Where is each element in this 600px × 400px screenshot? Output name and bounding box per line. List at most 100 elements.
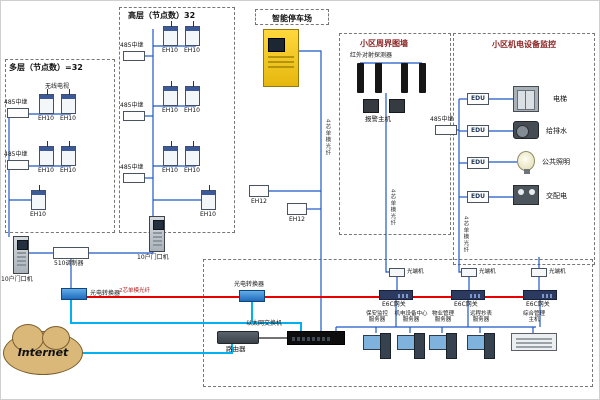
fiber-converter-label: 光电转换器 (90, 290, 121, 297)
rs485-repeater (7, 108, 29, 118)
repeater-label: 485中继 (4, 151, 28, 158)
indoor-unit (185, 81, 200, 106)
server (397, 333, 425, 359)
edu-controller: EDU (467, 93, 489, 105)
door-station-label: 10户门口机 (137, 254, 169, 261)
group-mecha-title: 小区机电设备监控 (492, 40, 556, 49)
fiber-label: 4芯单模光纤 (324, 119, 331, 156)
server-label: 保安监控 服务器 (365, 311, 388, 324)
unit-model-label: EH12 (251, 198, 267, 205)
group-mecha: 小区机电设备监控 (453, 33, 595, 265)
indoor-unit (185, 21, 200, 46)
fiber-converter-label: 光电转换器 (234, 281, 265, 288)
edu-controller: EDU (467, 191, 489, 203)
connector-line (385, 93, 389, 273)
server-label: 机电设备中心 服务器 (394, 311, 428, 324)
optical-terminal (531, 268, 547, 277)
equip-label: 给排水 (546, 127, 567, 135)
unit-model-label: EH10 (184, 167, 200, 174)
connector-line (299, 50, 322, 331)
group-highrise: 高层（节点数）32 (119, 7, 235, 233)
gateway-label: E6C网关 (382, 301, 406, 308)
unit-model-label: EH12 (289, 216, 305, 223)
indoor-unit (61, 89, 76, 114)
gateway-label: E6C网关 (454, 301, 478, 308)
ir-beam-detector (401, 63, 408, 93)
rs485-repeater (435, 125, 457, 135)
door-station (149, 216, 165, 252)
unit-model-label: EH10 (184, 47, 200, 54)
rs485-repeater (123, 51, 145, 61)
unit-model-label: EH10 (162, 167, 178, 174)
equip-label: 电梯 (553, 95, 567, 103)
server-label: 综合管理 主机 (522, 311, 545, 324)
unit-model-label: EH10 (162, 107, 178, 114)
unit-model-label: EH10 (60, 167, 76, 174)
unit-model-label: EH10 (184, 107, 200, 114)
internet-cloud: Internet (3, 324, 83, 375)
transformer-icon (513, 185, 539, 205)
indoor-unit (39, 141, 54, 166)
group-parking-title: 智能停车场 (272, 14, 312, 23)
connector-line (70, 300, 302, 331)
server (363, 333, 391, 359)
group-multilayer-title: 多层（节点数）=32 (9, 63, 83, 72)
e6c-gateway (451, 290, 485, 300)
indoor-unit (185, 141, 200, 166)
server (429, 333, 457, 359)
pump-icon (513, 121, 539, 139)
door-station-label: 10户门口机 (1, 276, 33, 283)
e6c-gateway (523, 290, 557, 300)
server-label: 远程抄表 服务器 (469, 311, 492, 324)
ethernet-switch-label: 以太网交换机 (246, 320, 283, 327)
group-perimeter-title: 小区周界图墙 (360, 39, 408, 48)
rs485-repeater (7, 160, 29, 170)
modulator-label: 510调制器 (54, 260, 84, 267)
alarm-host-label: 报警主机 (365, 115, 391, 123)
unit-model-label: EH10 (38, 115, 54, 122)
server (467, 333, 495, 359)
door-station (13, 236, 29, 274)
modulator-510 (53, 247, 89, 259)
repeater-label: 485中继 (120, 102, 144, 109)
e6c-gateway (379, 290, 413, 300)
eh12-unit (249, 185, 269, 197)
fiber-converter (61, 288, 87, 300)
repeater-label: 485中继 (430, 116, 454, 123)
optical-terminal-label: 光端机 (479, 269, 496, 275)
wireless-tv-label: 无线电视 (45, 83, 70, 90)
indoor-unit (31, 185, 46, 210)
ethernet-switch (287, 331, 345, 345)
parking-kiosk (263, 29, 299, 87)
gateway-label: E6C网关 (526, 301, 550, 308)
edu-controller: EDU (467, 125, 489, 137)
indoor-unit (163, 21, 178, 46)
equip-label: 公共照明 (542, 158, 570, 166)
unit-model-label: EH10 (30, 211, 46, 218)
indoor-unit (39, 89, 54, 114)
ir-beam-detector (419, 63, 426, 93)
eh12-unit (287, 203, 307, 215)
router-label: 路由器 (226, 345, 246, 353)
unit-model-label: EH10 (200, 211, 216, 218)
optical-terminal-label: 光端机 (549, 269, 566, 275)
edu-controller: EDU (467, 157, 489, 169)
fiber-label: 2芯单模光纤 (119, 288, 150, 294)
elevator-icon (513, 86, 539, 112)
management-host (511, 333, 557, 351)
fiber-converter (239, 290, 265, 302)
rs485-repeater (123, 111, 145, 121)
group-parking: 智能停车场 (255, 9, 329, 25)
indoor-unit (163, 81, 178, 106)
repeater-label: 485中继 (120, 42, 144, 49)
unit-model-label: EH10 (162, 47, 178, 54)
connector-line (79, 344, 233, 354)
server-label: 物业管理 服务器 (431, 311, 454, 324)
fiber-label: 4芯单模光纤 (462, 216, 469, 253)
equip-label: 交配电 (546, 192, 567, 200)
indoor-unit (61, 141, 76, 166)
optical-terminal (461, 268, 477, 277)
router (217, 331, 259, 344)
repeater-label: 485中继 (120, 164, 144, 171)
fiber-label: 4芯单模光纤 (389, 189, 396, 226)
